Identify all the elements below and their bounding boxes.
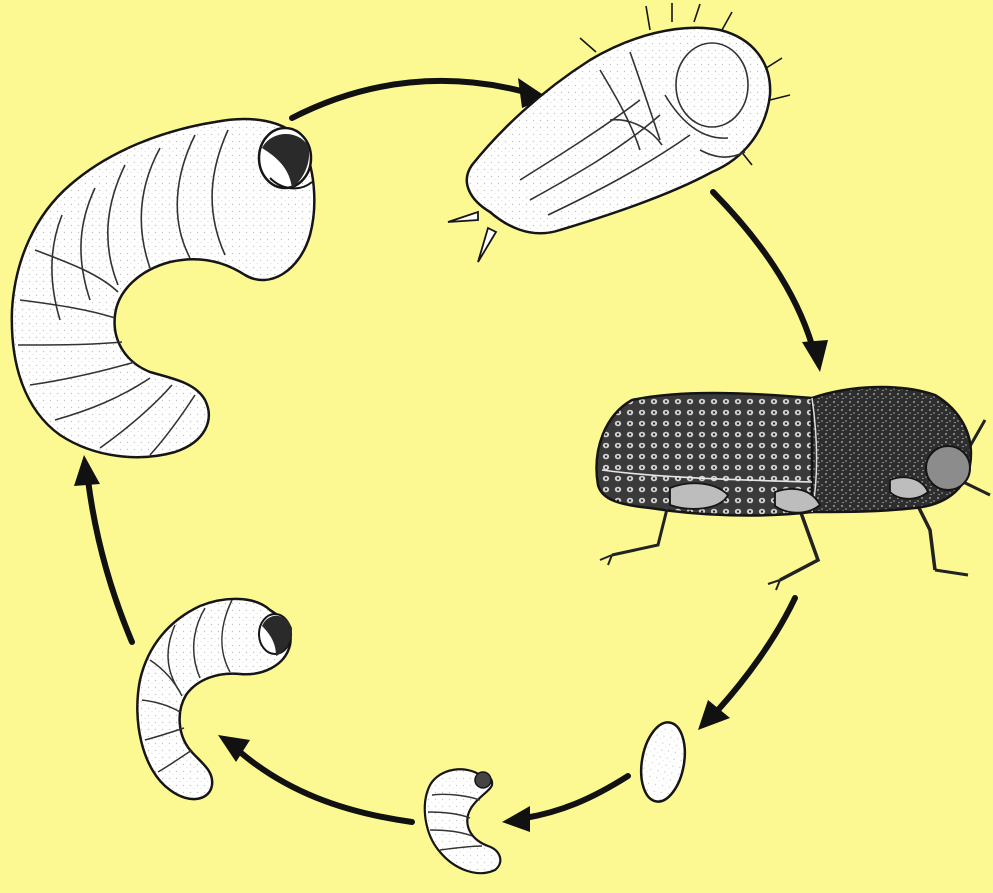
life-cycle-canvas [0, 0, 993, 893]
life-cycle-diagram [0, 0, 993, 893]
